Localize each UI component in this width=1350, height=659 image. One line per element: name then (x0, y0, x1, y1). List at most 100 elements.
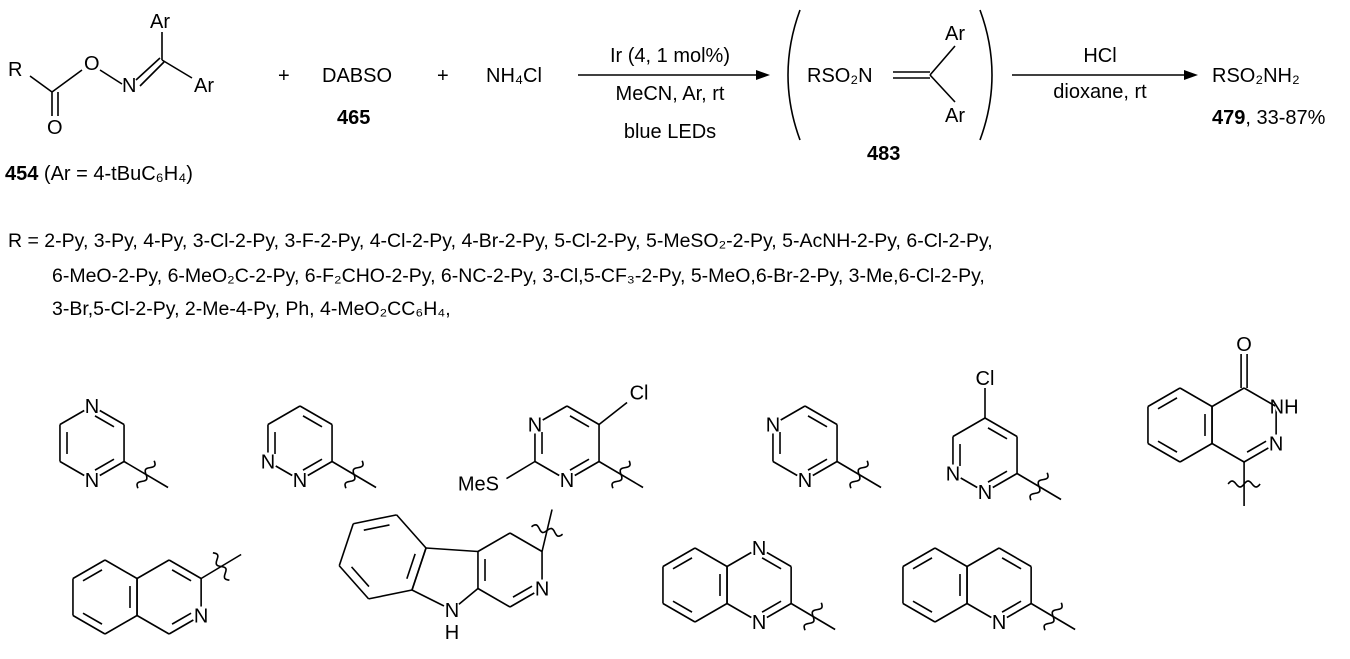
label-mask (976, 369, 994, 387)
bond (302, 415, 323, 428)
bond (94, 458, 115, 471)
bond (934, 547, 968, 568)
arrow-1-conditions-above: Ir (4, 1 mol%) (610, 45, 730, 67)
nitrogen-label: N (528, 415, 542, 437)
arrow-head-icon (1184, 70, 1198, 80)
bond (662, 602, 696, 623)
aryl-right: Ar (194, 75, 214, 97)
compound-number-479: 479 (1212, 107, 1245, 129)
bond (807, 415, 828, 428)
bond (136, 559, 170, 580)
bond (477, 532, 511, 553)
wavy-bond-icon (1029, 472, 1049, 501)
bond (1157, 440, 1178, 453)
dabso-label: DABSO (322, 65, 392, 87)
bond (94, 415, 115, 428)
r-group-line-2: 6-MeO-2-Py, 6-MeO₂C-2-Py, 6-F₂CHO-2-Py, … (52, 265, 985, 287)
nitrogen-label: N (978, 482, 992, 504)
bond (672, 600, 693, 613)
bond (411, 547, 427, 591)
bond (350, 566, 370, 588)
reactant-bonds (29, 32, 193, 116)
arrow-1-conditions-below: MeCN, Ar, rt (616, 83, 725, 105)
bond (168, 559, 202, 580)
bond (353, 514, 397, 525)
bond (966, 547, 1000, 568)
label-mask (489, 474, 508, 493)
bond (82, 612, 103, 625)
bond (672, 557, 693, 570)
label-mask (291, 471, 309, 489)
label-mask (976, 483, 994, 501)
wavy-bond-icon (344, 460, 364, 489)
ammonium-chloride-label: NH₄Cl (486, 65, 542, 87)
bond (1147, 387, 1181, 408)
bond (1001, 557, 1022, 570)
label-mask (990, 613, 1009, 631)
nitrogen-label: N (798, 470, 812, 492)
bond (1157, 397, 1178, 410)
bond (504, 460, 536, 481)
bond (406, 553, 416, 580)
bond (598, 401, 628, 426)
bond (1179, 442, 1213, 463)
label-mask (750, 613, 769, 631)
nitrogen-label: N (992, 612, 1006, 634)
bond (761, 600, 782, 613)
nitrogen-label: N (946, 464, 960, 486)
bond (998, 547, 1032, 568)
bond (425, 547, 479, 553)
bond (1243, 387, 1277, 408)
wavy-bond-icon (212, 552, 230, 581)
indole-hydrogen-label: H (445, 622, 459, 644)
reaction-arrow-2: HCl dioxane, rt (1012, 45, 1198, 103)
bond (512, 585, 533, 598)
pyrimidinyl-structure: NN (763, 405, 882, 492)
bond (1246, 440, 1267, 453)
intermediate-aryl-bottom: Ar (945, 105, 965, 127)
label-mask (83, 471, 101, 489)
arrow-2-conditions: dioxane, rt (1053, 81, 1147, 103)
reaction-arrow-1: Ir (4, 1 mol%) MeCN, Ar, rt blue LEDs (578, 45, 770, 143)
label-mask (1275, 397, 1294, 416)
bond (912, 600, 933, 613)
ether-oxygen: O (84, 53, 100, 75)
nitrogen-label: N (560, 470, 574, 492)
bond (912, 557, 933, 570)
label-mask (763, 415, 782, 434)
wavy-bond-icon (611, 460, 631, 489)
bond (72, 614, 106, 635)
bond (662, 547, 696, 568)
wavy-bond-icon (803, 602, 823, 631)
bond (902, 602, 936, 623)
wavy-bond-icon (136, 460, 156, 489)
bond (694, 602, 728, 623)
bond (569, 458, 590, 471)
label-mask (525, 415, 544, 434)
intermediate-483: RSO₂N Ar Ar 483 (787, 9, 993, 165)
label-mask (796, 471, 814, 489)
arrow-head-icon (756, 70, 770, 80)
bond (104, 614, 138, 635)
bond (171, 612, 192, 625)
bond (477, 587, 511, 608)
bond (1211, 387, 1245, 408)
nitrogen-label: N (194, 606, 208, 628)
oxygen-label: O (1236, 334, 1252, 356)
bond (171, 569, 192, 582)
bond (807, 458, 828, 471)
nitrogen-label: N (752, 612, 766, 634)
bond (72, 559, 106, 580)
label-mask (533, 579, 552, 598)
wavy-bond-icon (531, 523, 564, 538)
label-mask (83, 397, 101, 415)
bond (694, 547, 728, 568)
wavy-bond-icon (849, 460, 869, 489)
isoquinolinyl-structure: N (72, 552, 242, 635)
nitrogen-label: N (1269, 434, 1283, 456)
compound-number-465: 465 (337, 107, 370, 129)
